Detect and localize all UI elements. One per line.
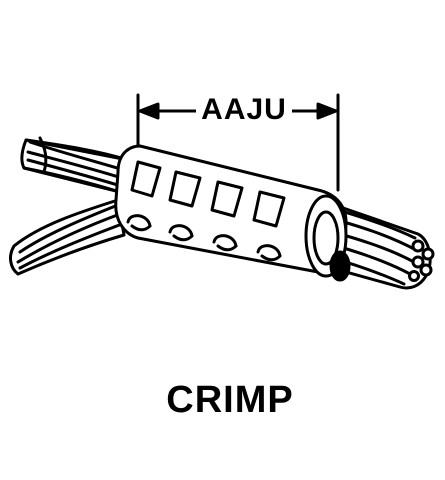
diagram-caption: CRIMP bbox=[166, 379, 294, 421]
arrowhead-left bbox=[138, 102, 160, 120]
lower-left-cable bbox=[9, 198, 126, 276]
crimp-sleeve bbox=[114, 144, 351, 282]
arrowhead-right bbox=[316, 102, 338, 120]
dimension-marker bbox=[136, 93, 340, 192]
upper-left-cable bbox=[20, 136, 130, 194]
dimension-label: AAJU bbox=[196, 93, 292, 127]
